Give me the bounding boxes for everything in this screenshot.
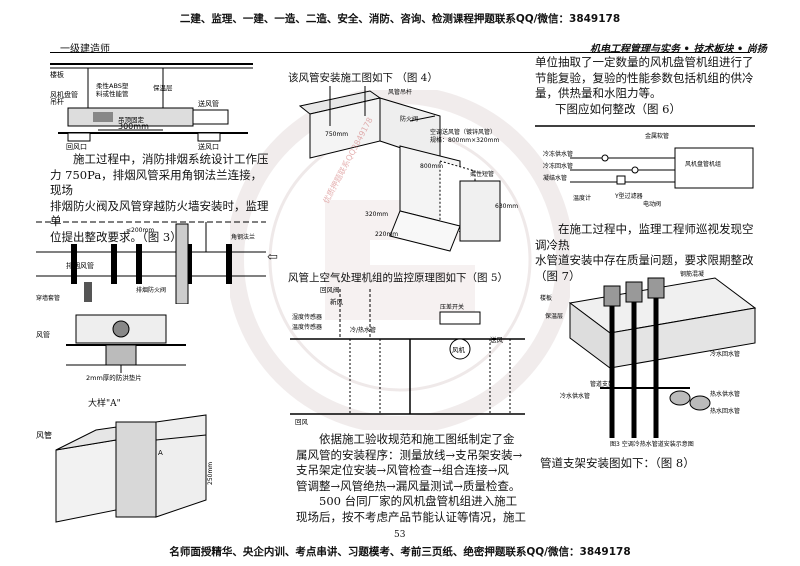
detail-a-label: 大样"A" [88, 399, 121, 409]
bottom-banner: 名师面授精华、央企内训、考点串讲、习题模考、考前三页纸、绝密押题联系QQ/微信：… [169, 546, 631, 558]
svg-text:风机盘管机组: 风机盘管机组 [685, 160, 721, 168]
svg-text:排烟防火阀: 排烟防火阀 [136, 286, 166, 294]
svg-text:220mm: 220mm [375, 231, 398, 238]
svg-text:风机盘管: 风机盘管 [50, 90, 78, 99]
right-paragraph-top: 单位抽取了一定数量的风机盘管机组进行了 节能复验，复验的性能参数包括机组的供冷 … [535, 55, 755, 102]
svg-text:吊杆: 吊杆 [50, 97, 64, 106]
text-line: 节能复验，复验的性能参数包括机组的供冷 [535, 70, 754, 85]
fig3-flange-detail: 风管 2mm厚的防洪垫片 [36, 314, 186, 382]
svg-text:楼板: 楼板 [540, 294, 552, 302]
svg-text:吊顶固定: 吊顶固定 [118, 115, 145, 124]
fig5-title: 风管上空气处理机组的监控原理图如下（图 5） [288, 272, 509, 284]
svg-text:送风管: 送风管 [198, 99, 219, 108]
svg-text:温度传感器: 温度传感器 [292, 323, 322, 331]
svg-text:冷水回水管: 冷水回水管 [710, 350, 740, 358]
svg-text:冷冻回水管: 冷冻回水管 [543, 162, 573, 170]
svg-text:热水回水管: 热水回水管 [710, 407, 740, 415]
svg-text:回风口: 回风口 [66, 143, 87, 150]
svg-text:凝结水管: 凝结水管 [543, 174, 567, 182]
text-line: 力 750Pa，排烟风管采用角钢法兰连接，现场 [50, 167, 263, 198]
svg-text:冷冻供水管: 冷冻供水管 [543, 150, 573, 158]
svg-text:回风: 回风 [295, 418, 309, 426]
text-line: 量，供热量和水阻力等。 [535, 86, 662, 100]
header-rule [50, 52, 750, 53]
fig7-water-pipe-installation: 钢筋混凝 楼板 保温层 冷水回水管 冷水供水管 热水供水管 热水回水管 管道支架… [540, 270, 757, 448]
svg-text:630mm: 630mm [495, 203, 518, 210]
svg-text:保温层: 保温层 [153, 83, 173, 92]
arrow-left-icon: ⇦ [267, 250, 278, 265]
svg-text:风管吊杆: 风管吊杆 [388, 88, 412, 96]
svg-text:防火阀: 防火阀 [400, 115, 418, 123]
svg-text:风管: 风管 [36, 330, 50, 339]
svg-text:穿墙套管: 穿墙套管 [36, 294, 60, 302]
text-line: 在施工过程中，监理工程师巡视发现空调冷热 [535, 222, 754, 252]
header-right: 机电工程管理与实务 • 技术板块 • 尚扬 [590, 44, 767, 55]
svg-text:800mm: 800mm [420, 163, 443, 170]
svg-text:风机: 风机 [452, 345, 466, 354]
text-line: 500 台同厂家的风机盘管机组进入施工 [319, 494, 518, 508]
text-line: 管调整→风管绝热→漏风量测试→质量检查。 [296, 478, 521, 493]
fig6-title: 下图应如何整改（图 6） [555, 102, 681, 116]
fig5-ahu-monitoring: 回风阀 新风 湿度传感器 温度传感器 冷/热水管 压差开关 风机 送风 回风 [290, 285, 525, 426]
svg-text:温度计: 温度计 [573, 194, 591, 202]
svg-text:Y型过滤器: Y型过滤器 [614, 192, 643, 200]
svg-text:柔性短管: 柔性短管 [470, 170, 494, 178]
fig8-title: 管道支架安装图如下：（图 8） [540, 456, 695, 470]
svg-text:750mm: 750mm [325, 131, 348, 138]
mid-paragraph: 依据施工验收规范和施工图纸制定了金 属风管的安装程序：测量放线→支吊架安装→ 支… [296, 432, 532, 525]
right-paragraph-mid: 在施工过程中，监理工程师巡视发现空调冷热 水管道安装中存在质量问题，要求限期整改… [535, 222, 760, 284]
text-line: （图 7） [535, 268, 581, 283]
fig4-duct-installation: 风管吊杆 750mm 防火阀 空调送风管（镀锌风管） 规格：800mm×320m… [298, 86, 518, 252]
svg-text:热水供水管: 热水供水管 [710, 390, 740, 398]
svg-text:柔性ABS塑: 柔性ABS塑 [96, 81, 129, 90]
svg-text:冷水供水管: 冷水供水管 [560, 392, 590, 400]
svg-text:电动阀: 电动阀 [643, 200, 661, 208]
svg-text:A: A [158, 449, 163, 457]
text-line: 水管道安装中存在质量问题，要求限期整改 [535, 253, 754, 267]
svg-text:规格：800mm×320mm: 规格：800mm×320mm [430, 136, 499, 144]
svg-text:回风阀: 回风阀 [320, 285, 340, 294]
svg-text:金属软管: 金属软管 [645, 132, 669, 140]
fig6-fan-coil-piping: 冷冻供水管 冷冻回水管 凝结水管 金属软管 风机盘管机组 Y型过滤器 温度计 电… [535, 125, 755, 208]
svg-text:楼板: 楼板 [50, 70, 64, 79]
svg-text:2mm厚的防洪垫片: 2mm厚的防洪垫片 [86, 373, 142, 382]
fig3-wall-penetration: 风管 A 250mm [36, 414, 214, 523]
svg-text:冷/热水管: 冷/热水管 [350, 326, 376, 334]
text-line: 现场后，按不考虑产品节能认证等情况，施工 [296, 509, 526, 524]
fig-fan-coil: 300mm 楼板 吊杆 风机盘管 柔性ABS塑 料或性能管 保温层 送风管 吊顶… [50, 63, 253, 150]
fig4-title: 该风管安装施工图如下 （图 4） [288, 72, 438, 84]
svg-text:空调送风管（镀锌风管）: 空调送风管（镀锌风管） [430, 128, 496, 136]
svg-text:排烟风管: 排烟风管 [66, 261, 94, 270]
text-line: 单位抽取了一定数量的风机盘管机组进行了 [535, 55, 754, 69]
text-line: 排烟防火阀及风管穿越防火墙安装时，监理单 [50, 198, 269, 229]
svg-text:送风口: 送风口 [198, 142, 219, 150]
text-line: 依据施工验收规范和施工图纸制定了金 [319, 432, 515, 446]
svg-text:压差开关: 压差开关 [440, 303, 464, 311]
svg-text:320mm: 320mm [365, 211, 388, 218]
svg-text:图3 空调冷热水管道安装示意图: 图3 空调冷热水管道安装示意图 [610, 440, 694, 448]
svg-text:湿度传感器: 湿度传感器 [292, 313, 322, 321]
left-paragraph: 施工过程中，消防排烟系统设计工作压 力 750Pa，排烟风管采用角钢法兰连接，现… [50, 152, 270, 245]
text-line: 支吊架定位安装→风管检查→组合连接→风 [296, 463, 509, 477]
svg-text:保温层: 保温层 [545, 312, 563, 320]
header-left: 一级建造师 [60, 44, 110, 55]
svg-text:钢筋混凝: 钢筋混凝 [680, 270, 704, 278]
page-number: 53 [394, 530, 406, 540]
text-line: 位提出整改要求。（图 3） [50, 229, 182, 244]
text-line: 属风管的安装程序：测量放线→支吊架安装→ [296, 447, 523, 462]
svg-text:送风: 送风 [490, 335, 504, 344]
svg-text:角钢法兰: 角钢法兰 [231, 233, 255, 241]
svg-text:≤200mm: ≤200mm [126, 227, 154, 234]
svg-text:料或性能管: 料或性能管 [96, 89, 129, 98]
svg-text:新风: 新风 [330, 297, 344, 306]
svg-text:250mm: 250mm [207, 462, 214, 485]
svg-text:风管: 风管 [36, 430, 52, 440]
fig3-smoke-duct: 排烟风管 ≤200mm 排烟防火阀 穿墙套管 角钢法兰 [36, 221, 266, 304]
svg-text:300mm: 300mm [118, 122, 149, 131]
top-banner: 二建、监理、一建、一造、二造、安全、消防、咨询、检测课程押题联系QQ/微信：38… [179, 13, 621, 25]
svg-text:管道支架: 管道支架 [590, 380, 614, 388]
text-line: 施工过程中，消防排烟系统设计工作压 [73, 152, 269, 166]
